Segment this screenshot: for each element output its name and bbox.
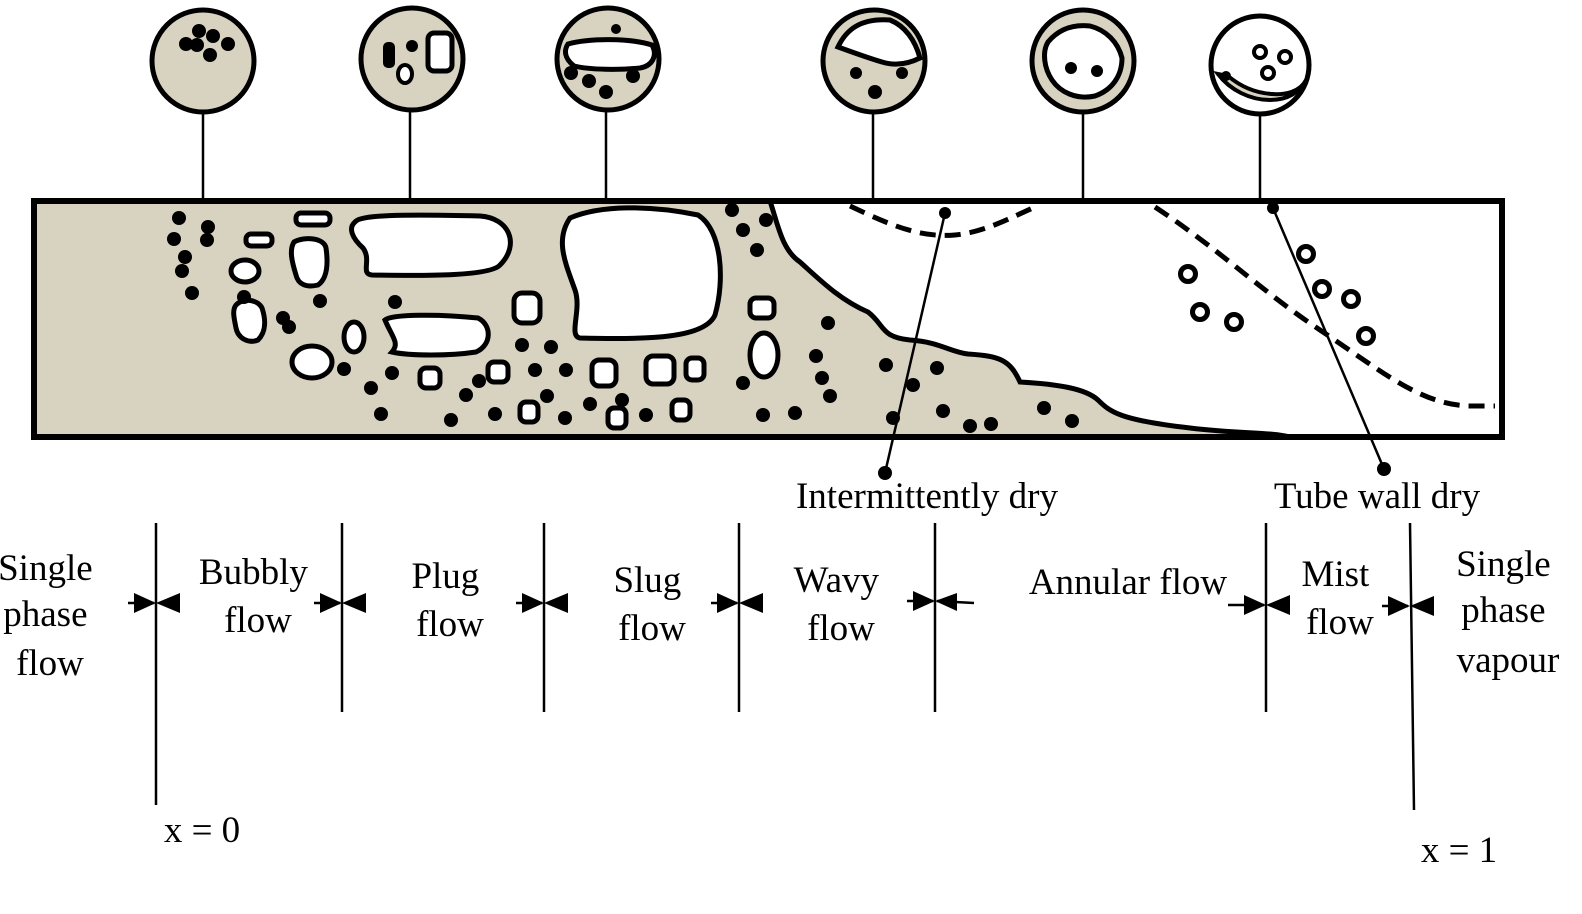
cross-sections bbox=[149, 5, 1312, 201]
bubble-rect-4 bbox=[589, 357, 619, 389]
bubbly-cross-section-icon bbox=[149, 7, 257, 115]
bubble-rect-6 bbox=[683, 355, 707, 383]
gas-bubbles bbox=[228, 205, 781, 431]
bubble-rect-11 bbox=[669, 397, 693, 423]
bubble-oval-3 bbox=[341, 319, 367, 355]
liquid-interface bbox=[767, 201, 1291, 437]
bubble-rect-8 bbox=[485, 359, 511, 385]
regime-label-annular-flow: Annular flow bbox=[1029, 562, 1228, 603]
regime-label-single-phase-vapour: Single phase vapour bbox=[1456, 544, 1560, 681]
mist-droplets bbox=[1178, 244, 1376, 346]
regime-label-wavy-flow: Wavy flow bbox=[794, 560, 889, 649]
regime-label-slug-flow: Slug flow bbox=[613, 560, 690, 649]
bubble-rect-2 bbox=[243, 231, 275, 249]
wavy-cross-section-icon bbox=[820, 7, 928, 115]
tube-wall-dry-label: Tube wall dry bbox=[1274, 476, 1481, 517]
regime-labels: Single phase flow Bubbly flow Plug flow … bbox=[0, 544, 1560, 684]
bubble-oval-4 bbox=[747, 330, 781, 380]
regime-label-mist-flow: Mist flow bbox=[1301, 554, 1378, 643]
bubble-rect-10 bbox=[605, 405, 629, 431]
tube bbox=[31, 198, 1505, 440]
bubble-rect-9 bbox=[517, 399, 541, 425]
mist-cross-section-icon bbox=[1208, 13, 1312, 117]
quality-zero-label: x = 0 bbox=[164, 810, 240, 851]
bubble-oval-1 bbox=[289, 343, 335, 381]
small-bubbles bbox=[167, 203, 1079, 433]
slug-cross-section-icon bbox=[554, 5, 662, 113]
plug-cross-section-icon bbox=[358, 5, 466, 113]
regime-label-bubbly-flow: Bubbly flow bbox=[199, 552, 317, 641]
tube-wall bbox=[31, 198, 1505, 440]
bubble-rect-7 bbox=[417, 365, 443, 391]
bubble-rect-12 bbox=[747, 295, 777, 321]
dry-wall-boundary bbox=[1153, 204, 1495, 409]
annular-cross-section-icon bbox=[1029, 7, 1137, 115]
slug-gas-bubble bbox=[559, 205, 723, 342]
plug-gas-bubble-upper bbox=[349, 212, 513, 278]
callouts: Intermittently dry Tube wall dry bbox=[796, 202, 1481, 517]
regime-boundaries bbox=[154, 522, 1416, 811]
intermittent-dry-wave-boundary bbox=[848, 203, 1037, 238]
bubble-rect-5 bbox=[643, 353, 677, 387]
intermittently-dry-label: Intermittently dry bbox=[796, 476, 1059, 517]
regime-label-plug-flow: Plug flow bbox=[411, 556, 488, 645]
quality-one-label: x = 1 bbox=[1421, 830, 1497, 871]
boundary-arrows bbox=[128, 591, 1434, 616]
bubble-oval-2 bbox=[228, 257, 262, 285]
bubble-rect-1 bbox=[293, 210, 333, 228]
bubble-large-1 bbox=[288, 236, 330, 289]
regime-label-single-phase-flow: Single phase flow bbox=[0, 548, 102, 684]
plug-gas-bubble-lower bbox=[381, 312, 491, 358]
bubble-rect-3 bbox=[511, 290, 543, 326]
bubble-large-2 bbox=[231, 297, 268, 344]
